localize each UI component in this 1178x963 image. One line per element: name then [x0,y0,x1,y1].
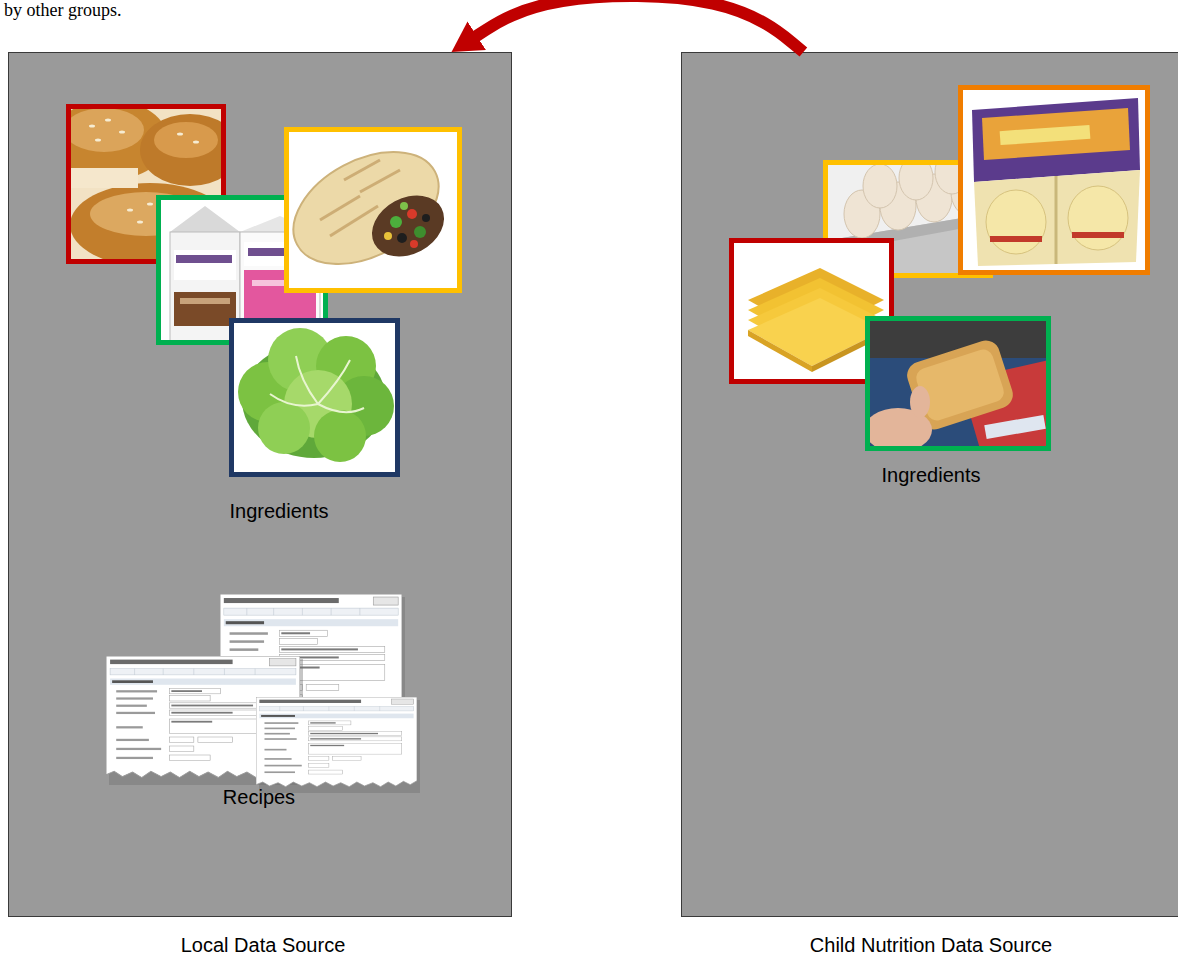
panel-heading: Local Data Source [181,933,346,957]
cheese-photo [731,240,892,382]
milk-photo [158,197,326,344]
data-source-panel: IngredientsChild Nutrition Data Source [681,52,1178,917]
lettuce-photo [231,320,398,475]
red-curved-arrow [475,0,803,52]
group-label: Recipes [223,785,295,809]
panel-heading: Child Nutrition Data Source [810,933,1052,957]
data-source-panel: IngredientsRecipesLocal Data Source [8,52,512,917]
recipe-screenshots [106,594,420,793]
eggs-photo [825,150,991,276]
page-text-fragment: by other groups. [4,0,121,20]
burrito-photo [275,129,460,291]
group-label: Ingredients [882,463,981,487]
buns-photo [52,100,240,267]
group-label: Ingredients [230,499,329,523]
pudding-photo [960,87,1148,273]
hashbrown-photo [864,318,1049,452]
